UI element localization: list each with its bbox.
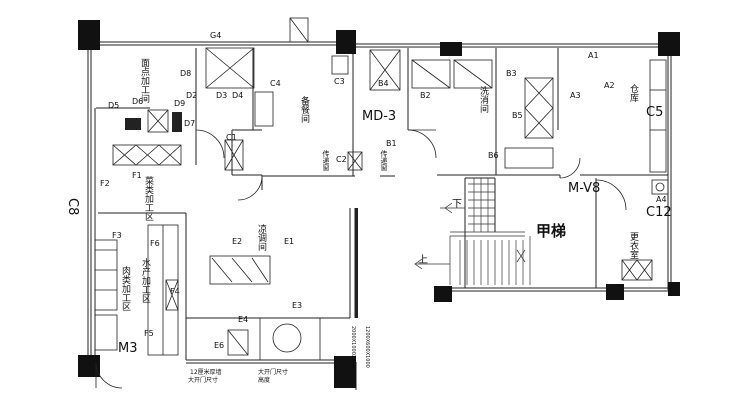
note-2: 大开门尺寸 — [188, 377, 219, 384]
code-c2: C2 — [336, 155, 347, 164]
code-e6: E6 — [214, 341, 225, 350]
room-changing-label: 更衣室 — [628, 232, 638, 259]
note-3: 大开门尺寸 — [258, 369, 289, 376]
code-e1: E1 — [284, 237, 295, 246]
mark-m3: M3 — [118, 341, 138, 356]
mark-c8: C8 — [65, 198, 80, 216]
code-a2: A2 — [604, 81, 615, 90]
mark-mv8: M-V8 — [568, 181, 601, 196]
code-b4: B4 — [378, 79, 389, 88]
room-pastry-label: 面点加工间 — [139, 58, 149, 103]
room-veg-label: 菜类加工区 — [143, 176, 153, 221]
code-a4: A4 — [656, 195, 667, 204]
stair-up-label: 上 — [418, 255, 428, 266]
code-f6: F6 — [150, 239, 160, 248]
note-1: 12厘米厚墙 — [190, 369, 222, 376]
code-f4: F4 — [170, 287, 180, 296]
code-d9: D9 — [174, 99, 186, 108]
code-c3: C3 — [334, 77, 345, 86]
room-meat-label: 肉类加工区 — [120, 266, 130, 311]
code-b3: B3 — [506, 69, 517, 78]
mark-md3: MD-3 — [362, 109, 397, 124]
room-warehouse-label: 仓库 — [628, 84, 638, 102]
room-aquatic-label: 水产加工区 — [140, 258, 150, 303]
code-c1: C1 — [226, 133, 237, 142]
code-b6: B6 — [488, 151, 499, 160]
code-e2: E2 — [232, 237, 243, 246]
code-d8: D8 — [180, 69, 192, 78]
code-f2: F2 — [100, 179, 110, 188]
code-d6: D6 — [132, 97, 144, 106]
code-b2: B2 — [420, 91, 431, 100]
code-e4: E4 — [238, 315, 249, 324]
code-a3: A3 — [570, 91, 581, 100]
code-e3: E3 — [292, 301, 303, 310]
room-prep-label: 备餐间 — [299, 96, 309, 123]
code-f3: F3 — [112, 231, 122, 240]
code-d2: D2 — [186, 91, 198, 100]
code-d4: D4 — [232, 91, 244, 100]
note-v2: 1200X600X1000 — [364, 326, 370, 368]
note-v1: 2000X1000X800 — [350, 326, 356, 368]
mark-c12: C12 — [646, 205, 672, 220]
stair-label: 甲梯 — [536, 222, 567, 240]
stair-down-label: 下 — [452, 199, 462, 210]
pass-window-2-label: 传递窗 — [380, 150, 388, 171]
room-cold-label: 凉调间 — [256, 224, 266, 251]
note-4: 高度 — [258, 377, 271, 384]
code-d3: D3 — [216, 91, 228, 100]
code-g4: G4 — [210, 31, 222, 40]
code-f1: F1 — [132, 171, 142, 180]
code-f5: F5 — [144, 329, 154, 338]
room-dish-label: 洗消间 — [478, 86, 488, 113]
code-c4: C4 — [270, 79, 281, 88]
code-d5: D5 — [108, 101, 120, 110]
code-a1: A1 — [588, 51, 599, 60]
pass-window-1-label: 传递窗 — [322, 150, 330, 171]
mark-c5: C5 — [646, 105, 664, 120]
code-d7: D7 — [184, 119, 196, 128]
code-b5: B5 — [512, 111, 523, 120]
code-b1: B1 — [386, 139, 397, 148]
